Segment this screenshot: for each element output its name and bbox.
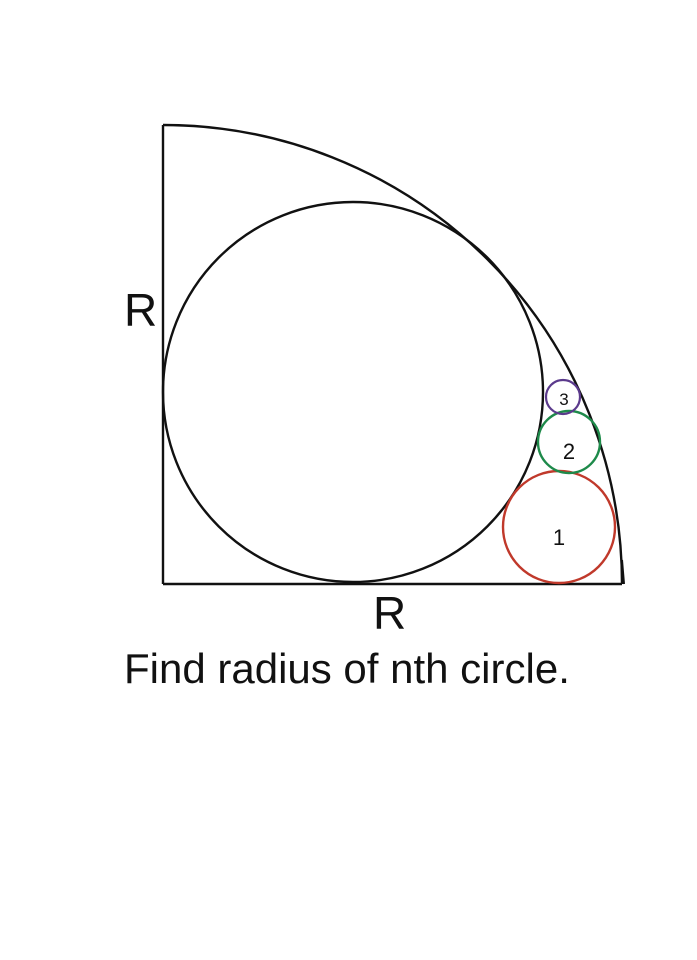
circle-1-number: 1 [553, 525, 565, 550]
left-side-label: R [124, 284, 158, 336]
circle-3-number: 3 [559, 390, 568, 409]
arc-end-tick [621, 559, 625, 585]
circle-2 [536, 409, 602, 475]
question-text: Find radius of nth circle. [124, 645, 570, 692]
quarter-arc [162, 123, 624, 585]
circle-3 [544, 378, 582, 416]
large-inscribed-circle [161, 200, 545, 584]
bottom-side-label: R [373, 587, 407, 639]
circle-2-number: 2 [563, 439, 575, 464]
